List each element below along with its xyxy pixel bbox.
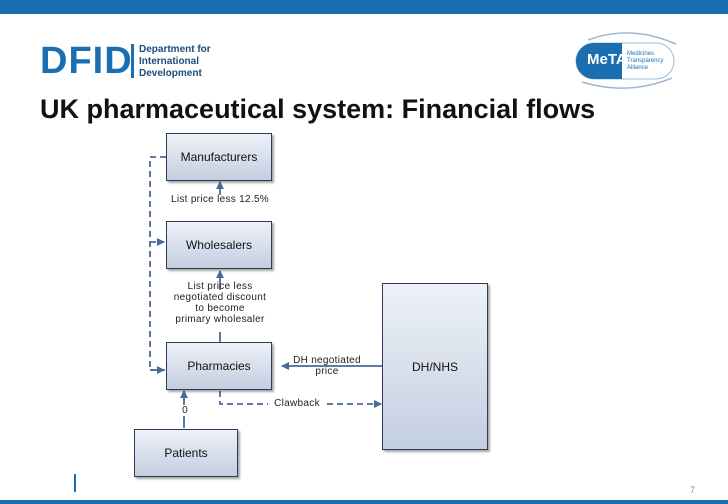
dfid-logo-separator — [131, 44, 134, 78]
slide-title: UK pharmaceutical system: Financial flow… — [40, 94, 596, 124]
footer-divider — [74, 474, 76, 492]
dfid-logo-line: Department for — [139, 44, 211, 55]
bottom-bar — [0, 500, 728, 504]
dashed-clawback-arrow — [219, 391, 382, 408]
meta-logo-name: MeTA — [587, 51, 627, 68]
edge-label-clawback: Clawback — [268, 398, 326, 409]
edge-label-line: primary wholesaler — [175, 314, 265, 325]
node-manufacturers: Manufacturers — [166, 133, 272, 181]
meta-logo: MeTA Medicines Transparency Alliance — [568, 30, 688, 92]
top-bar — [0, 0, 728, 14]
meta-logo-line: Transparency — [627, 58, 664, 64]
meta-logo-shape — [575, 32, 677, 89]
edge-label-line: price — [315, 366, 339, 377]
dfid-logo-letters: DFID — [40, 40, 133, 82]
dashed-flow-left — [149, 156, 166, 371]
node-patients: Patients — [134, 429, 238, 477]
meta-logo-line: Medicines — [627, 51, 655, 57]
edge-label-dh-negotiated-price: DH negotiated price — [284, 355, 370, 377]
edge-label-line: List price less — [187, 281, 253, 292]
meta-logo-line: Alliance — [627, 65, 649, 71]
edge-label-patient-payment: 0 — [179, 405, 191, 416]
edge-label-list-price-less-12-5: List price less 12.5% — [170, 194, 269, 205]
dfid-logo-line: International — [139, 56, 200, 67]
node-dh-nhs: DH/NHS — [382, 283, 488, 450]
node-wholesalers: Wholesalers — [166, 221, 272, 269]
edge-label-line: to become — [195, 303, 245, 314]
edge-label-negotiated-discount: List price less negotiated discount to b… — [160, 281, 280, 325]
edge-label-line: negotiated discount — [173, 292, 267, 303]
node-pharmacies: Pharmacies — [166, 342, 272, 390]
meta-logo-text: Medicines Transparency Alliance — [627, 51, 663, 72]
edge-label-line: DH negotiated — [293, 355, 361, 366]
dfid-logo-text: Department for International Development — [139, 44, 211, 80]
dfid-logo-line: Development — [139, 68, 202, 79]
page-number: 7 — [690, 485, 696, 495]
